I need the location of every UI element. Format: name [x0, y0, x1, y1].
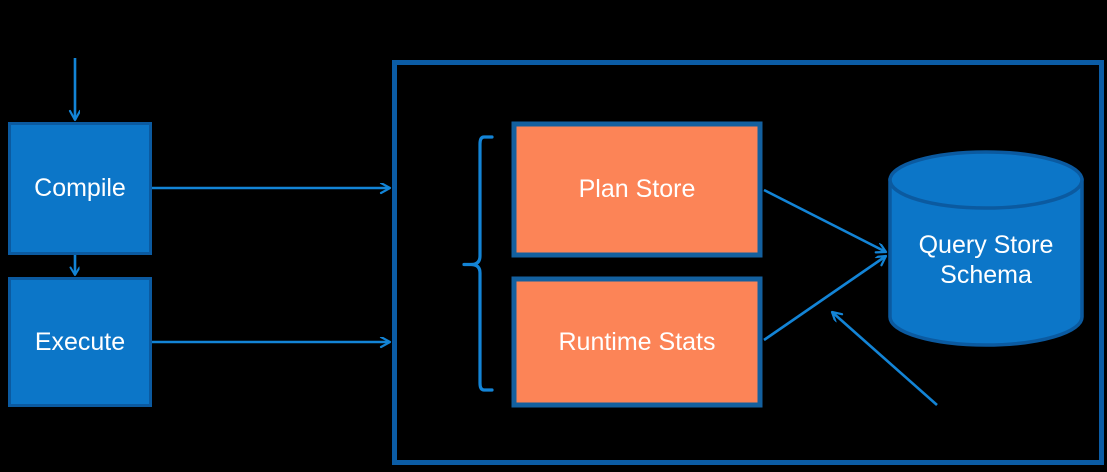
- query-store-schema-cylinder[interactable]: [888, 150, 1084, 347]
- grouping-bracket: [470, 135, 494, 392]
- compile-box[interactable]: [8, 122, 152, 255]
- edge-external-to-schema: [832, 312, 938, 406]
- plan-store-box[interactable]: [511, 121, 763, 258]
- edge-plan-store-to-schema: [763, 188, 886, 252]
- cylinder-top-ellipse: [888, 150, 1084, 210]
- edge-runtime-stats-to-schema: [763, 256, 886, 342]
- cylinder-body: [888, 178, 1084, 347]
- execute-box[interactable]: [8, 277, 152, 407]
- query-store-container: [392, 60, 1104, 465]
- runtime-stats-box[interactable]: [511, 276, 763, 408]
